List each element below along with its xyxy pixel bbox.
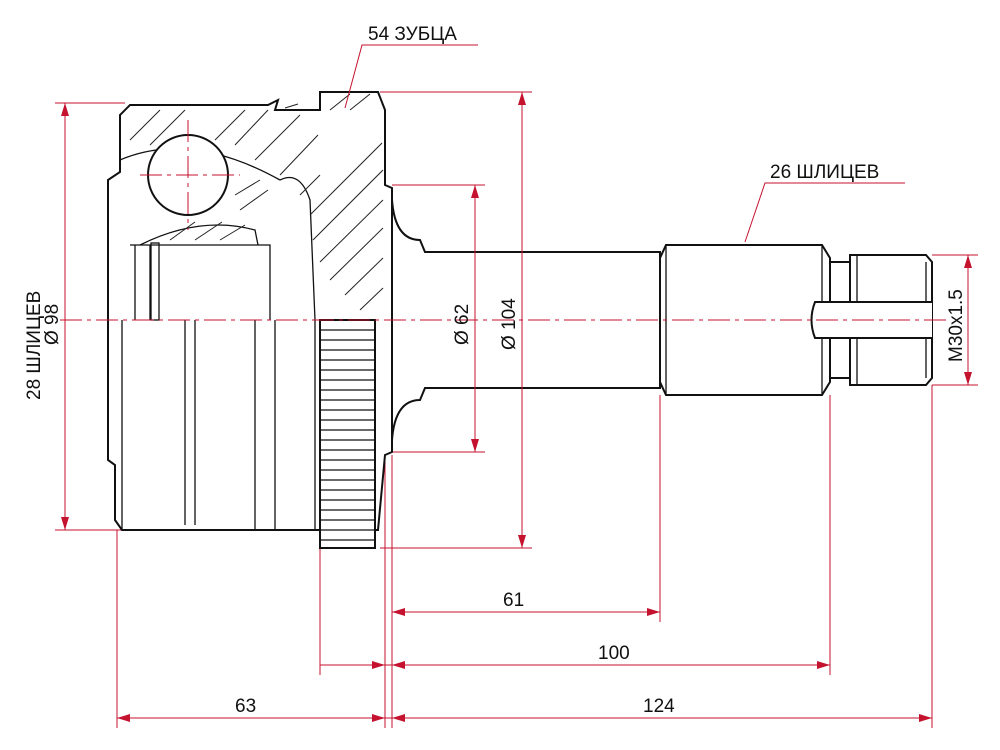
inner-diameter-label: Ø 98: [42, 304, 63, 345]
abs-ring: [319, 319, 376, 549]
dim-124-label: 124: [643, 696, 675, 717]
seal-diameter-label: Ø 62: [452, 304, 473, 345]
dim-100-label: 100: [598, 643, 630, 664]
outer-diameter-label: Ø 104: [499, 298, 520, 350]
abs-teeth-label: 54 ЗУБЦА: [368, 24, 457, 45]
section-hatching: [129, 93, 384, 311]
outer-splines-label: 26 ШЛИЦЕВ: [770, 162, 879, 183]
dim-63-label: 63: [235, 696, 256, 717]
outer-housing: [107, 91, 393, 549]
dimension-lines: [61, 44, 972, 722]
thread-label: M30x1.5: [946, 289, 967, 362]
dim-61-label: 61: [503, 590, 524, 611]
inner-splines-label: 28 ШЛИЦЕВ: [24, 291, 45, 400]
extension-lines: [55, 91, 978, 728]
stub-shaft: [391, 199, 933, 441]
